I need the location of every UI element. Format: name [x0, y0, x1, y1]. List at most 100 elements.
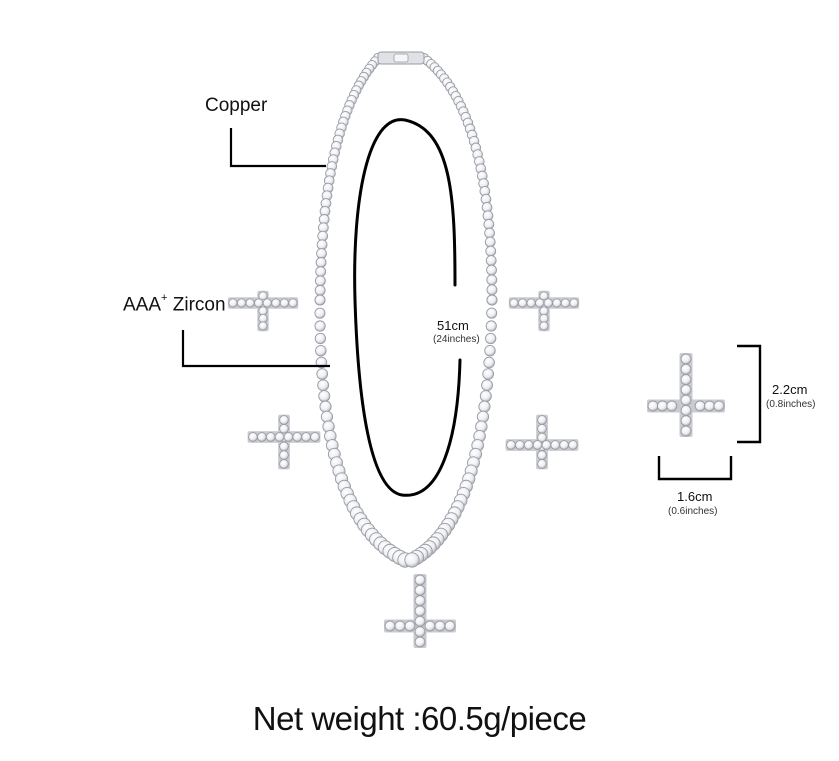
cross-stone: [537, 415, 547, 425]
cross-stone: [262, 298, 272, 308]
cross-stone: [283, 432, 294, 442]
cross-stone: [550, 440, 561, 450]
cross-stone: [509, 298, 519, 308]
chain-stone: [486, 294, 498, 306]
cross-stone: [271, 298, 281, 308]
cross-stone: [434, 620, 446, 632]
cross-stone: [680, 363, 692, 375]
cross-stone: [279, 441, 289, 452]
chain-stone: [486, 284, 498, 296]
cross-pendant-right-lower: [505, 414, 579, 470]
chain-stone: [486, 264, 497, 276]
cross-stone: [228, 298, 238, 308]
chain-stone: [485, 245, 497, 257]
chain-stone: [318, 390, 331, 403]
zircon-word: Zircon: [172, 294, 226, 316]
cross-stone: [279, 459, 289, 469]
zircon-grade-plus: +: [161, 292, 168, 304]
zircon-label: AAA+ Zircon: [123, 292, 226, 316]
cross-stone: [680, 404, 692, 416]
cross-stone: [257, 432, 267, 442]
chain-stone: [484, 344, 496, 357]
cross-stone: [444, 620, 456, 632]
chain-stone: [404, 552, 420, 568]
cross-stone: [647, 400, 659, 412]
cross-stone: [279, 298, 290, 308]
chain-stone: [478, 400, 491, 413]
cross-stone: [384, 620, 396, 632]
chain-stone: [314, 307, 326, 319]
cross-stone: [258, 321, 268, 331]
cross-stone: [523, 440, 534, 450]
chain-stone: [319, 400, 332, 413]
chain-stone: [316, 248, 327, 259]
cross-stone: [310, 432, 320, 442]
tennis-chain-left-strand: [314, 52, 413, 568]
cross-stone: [292, 432, 303, 442]
cross-stone: [279, 450, 289, 461]
cross-stone: [680, 384, 692, 396]
cross-stone: [414, 584, 426, 596]
cross-stone: [274, 432, 285, 442]
chain-stone: [485, 255, 497, 266]
copper-leader-line: [229, 128, 326, 168]
chain-stone: [315, 257, 327, 268]
cross-stone: [694, 400, 706, 412]
cross-stone: [414, 595, 426, 607]
cross-stone: [552, 298, 562, 308]
zircon-leader-line: [181, 330, 330, 368]
height-cm-label: 2.2cm: [772, 382, 808, 397]
net-weight-caption: Net weight :60.5g/piece: [252, 700, 587, 737]
height-dimension-bracket: [737, 344, 762, 444]
copper-label: Copper: [205, 95, 268, 116]
cross-stone: [414, 636, 426, 648]
length-cm-label: 51cm: [437, 318, 469, 333]
cross-stone: [666, 400, 678, 412]
chain-stone: [484, 227, 495, 239]
cross-stone: [537, 423, 547, 434]
cross-stone: [414, 605, 426, 617]
cross-stone: [301, 432, 311, 442]
cross-stone: [680, 415, 692, 427]
chain-stone: [484, 236, 496, 248]
chain-stone: [486, 274, 498, 286]
chain-stone: [486, 307, 498, 319]
cross-stone: [254, 298, 264, 308]
chain-stone: [314, 284, 326, 296]
length-loop-line: [353, 118, 462, 497]
cross-stone: [680, 353, 692, 365]
cross-stone: [245, 298, 255, 308]
cross-stone: [535, 298, 545, 308]
chain-stone: [315, 266, 327, 278]
cross-stone: [517, 298, 528, 308]
chain-stone: [485, 320, 497, 332]
cross-pendants: [227, 290, 725, 648]
zircon-grade: AAA: [123, 294, 162, 316]
cross-stone: [414, 574, 426, 586]
cross-stone: [541, 440, 552, 450]
cross-pendant-detail: [647, 353, 725, 437]
cross-pendant-right-upper: [508, 290, 580, 332]
cross-pendant-left-lower: [247, 414, 321, 470]
cross-pendant-center: [384, 574, 456, 648]
cross-stone: [265, 432, 276, 442]
cross-stone: [569, 298, 579, 308]
cross-stone: [680, 374, 692, 386]
chain-stone: [314, 332, 327, 345]
chain-stone: [483, 356, 495, 369]
cross-stone: [414, 626, 426, 638]
cross-stone: [537, 450, 547, 461]
width-inches-label: (0.6inches): [668, 506, 718, 517]
cross-stone: [404, 620, 416, 632]
cross-stone: [506, 440, 516, 450]
cross-stone: [704, 400, 716, 412]
chain-stone: [314, 320, 326, 332]
chain-stone: [316, 368, 329, 380]
length-inches-label: (24inches): [433, 334, 480, 345]
cross-stone: [248, 432, 258, 442]
cross-stone: [414, 615, 426, 627]
chain-stone: [314, 294, 326, 306]
cross-stone: [543, 298, 553, 308]
cross-stone: [656, 400, 668, 412]
